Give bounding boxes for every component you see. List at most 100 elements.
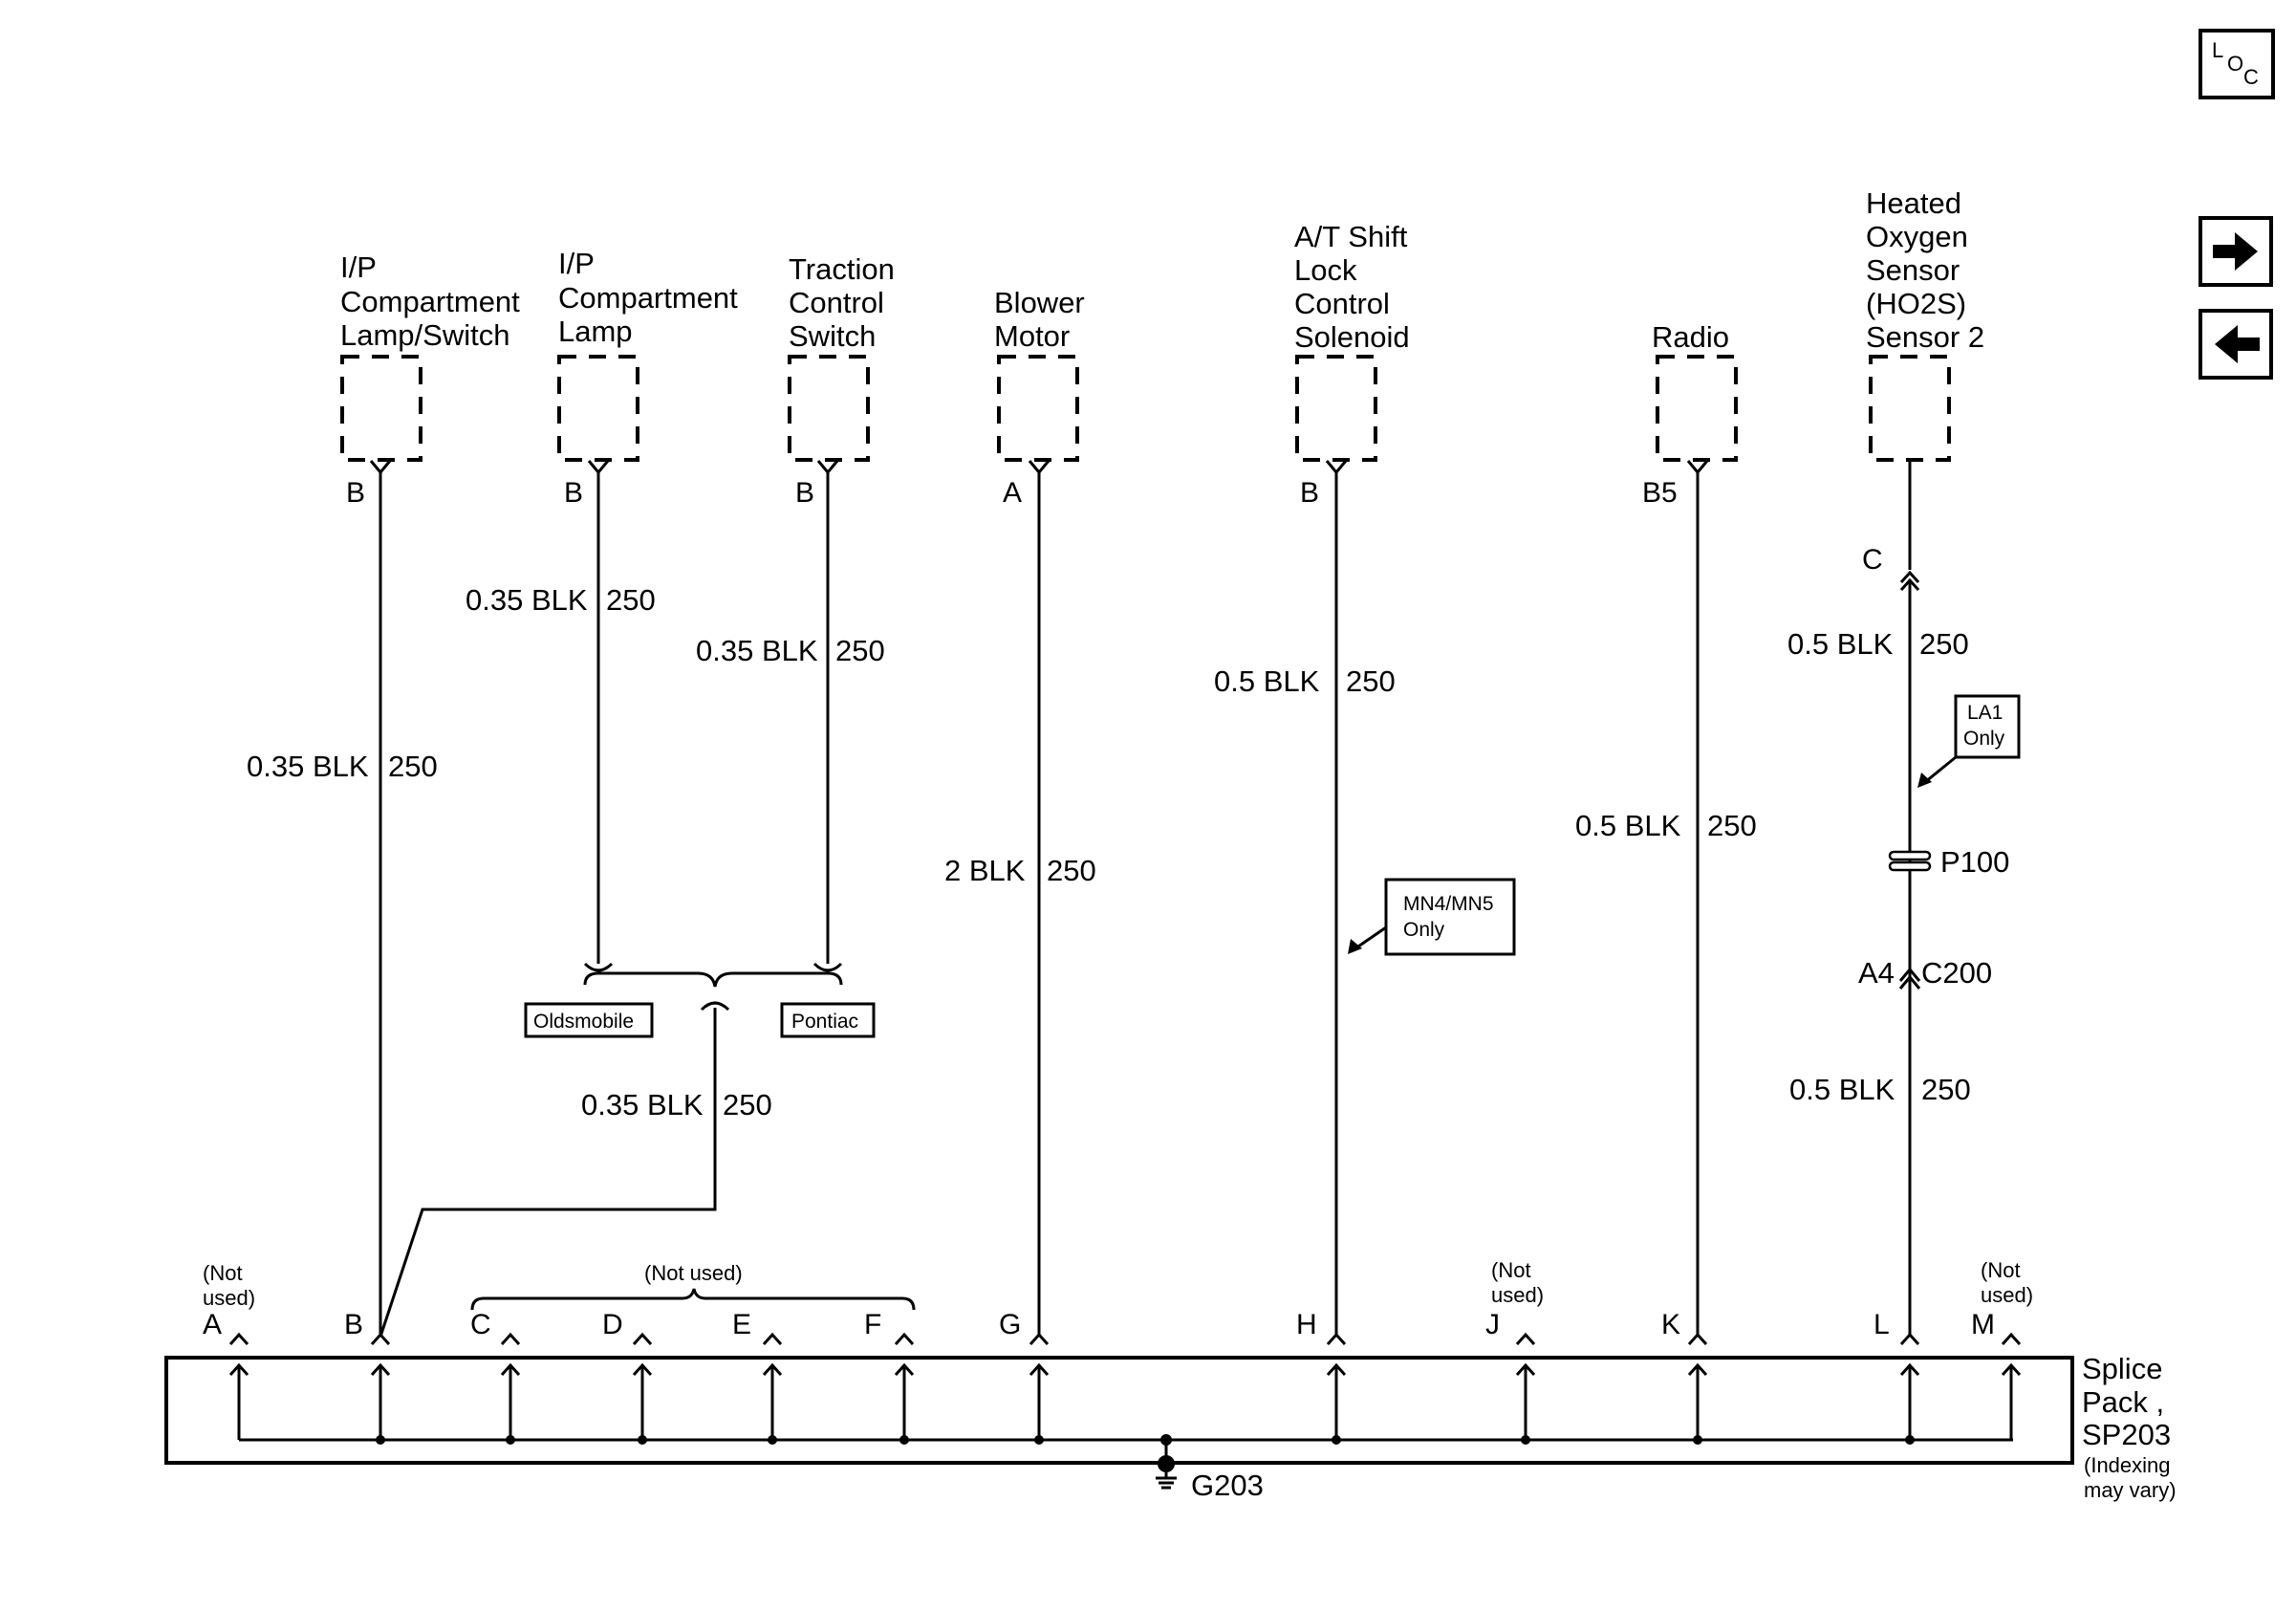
inline-connector-icon xyxy=(1899,570,1920,592)
pin-label: B xyxy=(564,477,583,509)
splice-pin-terminal-icon xyxy=(894,1332,915,1346)
wire-gauge-label: 0.5 BLK xyxy=(1214,664,1320,698)
splice-tap-arrow-icon xyxy=(370,1362,391,1377)
wire-radio: 0.5 BLK 250 xyxy=(1575,472,1757,1337)
not-used-note: (Not xyxy=(203,1261,243,1285)
pin-terminal-icon xyxy=(587,460,610,475)
wire-gauge-label: 0.35 BLK xyxy=(247,750,369,783)
component-label-line: (HO2S) xyxy=(1866,287,1966,320)
not-used-note: used) xyxy=(1981,1283,2033,1307)
component-blower-motor: Blower Motor A xyxy=(994,286,1085,509)
wire-circuit-label: 250 xyxy=(1919,627,1969,661)
splice-junction-dot xyxy=(768,1435,777,1445)
left-arrow-icon xyxy=(2215,325,2260,363)
splice-junction-dot xyxy=(1521,1435,1530,1445)
splice-junction-dot xyxy=(1034,1435,1044,1445)
option-box-la1 xyxy=(1954,694,2021,759)
wire-gauge-label: 0.35 BLK xyxy=(581,1088,704,1121)
splice-pin-terminal-icon xyxy=(228,1332,249,1346)
pin-label: B xyxy=(795,477,814,509)
connector-c200-pin: A4 xyxy=(1858,956,1895,990)
splice-junction-dot xyxy=(1332,1435,1341,1445)
wire-circuit-label: 250 xyxy=(1047,854,1096,887)
splice-junction-dot xyxy=(1905,1435,1915,1445)
ground-label: G203 xyxy=(1191,1469,1264,1502)
component-box xyxy=(1869,355,1951,462)
splice-pin-terminal-icon xyxy=(1899,1332,1920,1346)
option-text: LA1 xyxy=(1967,702,2003,724)
option-text: MN4/MN5 xyxy=(1403,893,1494,915)
pin-terminal-icon xyxy=(1686,460,1709,475)
component-label-line: Lock xyxy=(1294,253,1357,287)
splice-pin-label: A xyxy=(203,1309,222,1340)
loc-letter-o: O xyxy=(2227,52,2243,76)
splice-tap-arrow-icon xyxy=(632,1362,653,1377)
splice-tap-arrow-icon xyxy=(762,1362,783,1377)
splice-pin-label: G xyxy=(999,1309,1021,1340)
pointer-arrow-head xyxy=(1917,773,1932,788)
component-ip-compartment-lamp: I/P Compartment Lamp B xyxy=(557,247,738,509)
wire-gauge-label: 2 BLK xyxy=(944,854,1026,887)
splice-pin-terminal-icon xyxy=(1687,1332,1708,1346)
splice-pin-terminal-icon xyxy=(370,1332,391,1346)
splice-junction-dot xyxy=(506,1435,515,1445)
splice-pin-label: F xyxy=(864,1309,881,1340)
splice-pin-terminal-icon xyxy=(1326,1332,1347,1346)
splice-tap-arrow-icon xyxy=(2001,1362,2022,1377)
wire-blower: 2 BLK 250 xyxy=(944,472,1096,1337)
splice-pin-label: H xyxy=(1296,1309,1317,1340)
option-text: Only xyxy=(1403,919,1445,941)
pin-terminal-icon xyxy=(1028,460,1051,475)
option-oldsmobile: Oldsmobile xyxy=(533,1011,634,1033)
component-label-line: Oxygen xyxy=(1866,220,1968,253)
component-radio: Radio B5 xyxy=(1642,320,1738,509)
inline-connector-icon xyxy=(1898,967,1921,990)
wire-circuit-label: 250 xyxy=(1346,664,1396,698)
ground-symbol-icon xyxy=(1156,1472,1177,1490)
option-mn4-mn5: MN4/MN5 Only xyxy=(1348,878,1516,956)
not-used-note: used) xyxy=(1491,1283,1544,1307)
previous-page-button[interactable] xyxy=(2199,309,2273,380)
splice-tap-arrow-icon xyxy=(1687,1362,1708,1377)
splice-tap-arrow-icon xyxy=(228,1362,249,1377)
wire-gauge-label: 0.5 BLK xyxy=(1575,809,1681,842)
indexing-note: may vary) xyxy=(2084,1478,2177,1502)
pin-label: B5 xyxy=(1642,477,1678,509)
option-pontiac: Pontiac xyxy=(791,1011,858,1033)
component-label-line: Compartment xyxy=(558,281,738,315)
ground-g203: G203 xyxy=(1156,1434,1264,1502)
connector-c200-label: C200 xyxy=(1921,956,1992,990)
pointer-arrow-icon xyxy=(1354,925,1387,950)
pin-label: B xyxy=(1300,477,1319,509)
component-label-line: I/P xyxy=(558,247,595,280)
splice-tap-arrow-icon xyxy=(1899,1362,1920,1377)
splice-pin-terminal-icon xyxy=(2001,1332,2022,1346)
splice-tap-arrow-icon xyxy=(1515,1362,1536,1377)
splice-pin-label: M xyxy=(1971,1309,1995,1340)
next-page-button[interactable] xyxy=(2199,216,2273,287)
right-arrow-icon xyxy=(2213,232,2258,271)
component-label-line: Blower xyxy=(994,286,1085,319)
splice-junction-dot xyxy=(376,1435,385,1445)
component-box xyxy=(557,355,639,462)
wire-merged-lamp: 0.35 BLK 250 xyxy=(379,1008,772,1338)
wire-at-shift: 0.5 BLK 250 xyxy=(1214,472,1396,1337)
wire-ip-lamp: 0.35 BLK 250 xyxy=(466,472,656,972)
component-ip-compartment-lamp-switch: I/P Compartment Lamp/Switch B xyxy=(340,250,520,509)
component-label-line: Control xyxy=(789,286,884,319)
wire-circuit-label: 250 xyxy=(723,1088,772,1121)
inline-connector-p100-icon xyxy=(1888,850,1932,872)
component-label-line: Sensor xyxy=(1866,253,1960,287)
pass-through-connector-icon xyxy=(700,1001,730,1012)
component-at-shift-lock-control-solenoid: A/T Shift Lock Control Solenoid B xyxy=(1294,220,1410,509)
component-label-line: Sensor 2 xyxy=(1866,320,1984,354)
loc-button[interactable]: L O C xyxy=(2199,29,2275,99)
splice-pack-label: Splice xyxy=(2082,1352,2162,1385)
connector-pin-label: C xyxy=(1862,544,1883,576)
component-traction-control-switch: Traction Control Switch B xyxy=(788,252,895,509)
pass-through-connector-icon xyxy=(812,962,843,972)
component-label-line: Heated xyxy=(1866,186,1961,220)
splice-junction-dot xyxy=(638,1435,647,1445)
splice-tap-arrow-icon xyxy=(1029,1362,1050,1377)
